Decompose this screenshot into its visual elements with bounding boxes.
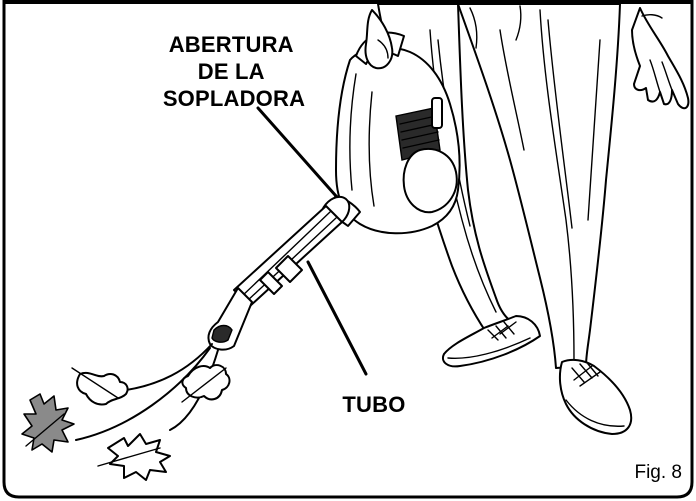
leader-blower-opening (256, 106, 338, 198)
leaf-blower-body (335, 9, 461, 235)
label-blower-opening: ABERTURA DE LA SOPLADORA (163, 32, 305, 111)
right-shoe (558, 358, 633, 435)
figure-number: Fig. 8 (634, 462, 682, 483)
label-blower-opening-line-1: ABERTURA (169, 32, 294, 57)
leaf-oak-upper (71, 367, 129, 406)
leaf-maple-grey (21, 393, 75, 453)
label-blower-opening-line-3: SOPLADORA (163, 86, 305, 111)
left-shoe (442, 315, 541, 368)
right-hand-glove (631, 7, 690, 110)
leader-tube (306, 260, 368, 376)
label-tube: TUBO (342, 392, 405, 417)
label-blower-opening-line-2: DE LA (198, 59, 265, 84)
leaf-oak-middle (181, 364, 231, 403)
leaf-maple-lower (97, 433, 171, 481)
blower-tube (207, 205, 343, 351)
